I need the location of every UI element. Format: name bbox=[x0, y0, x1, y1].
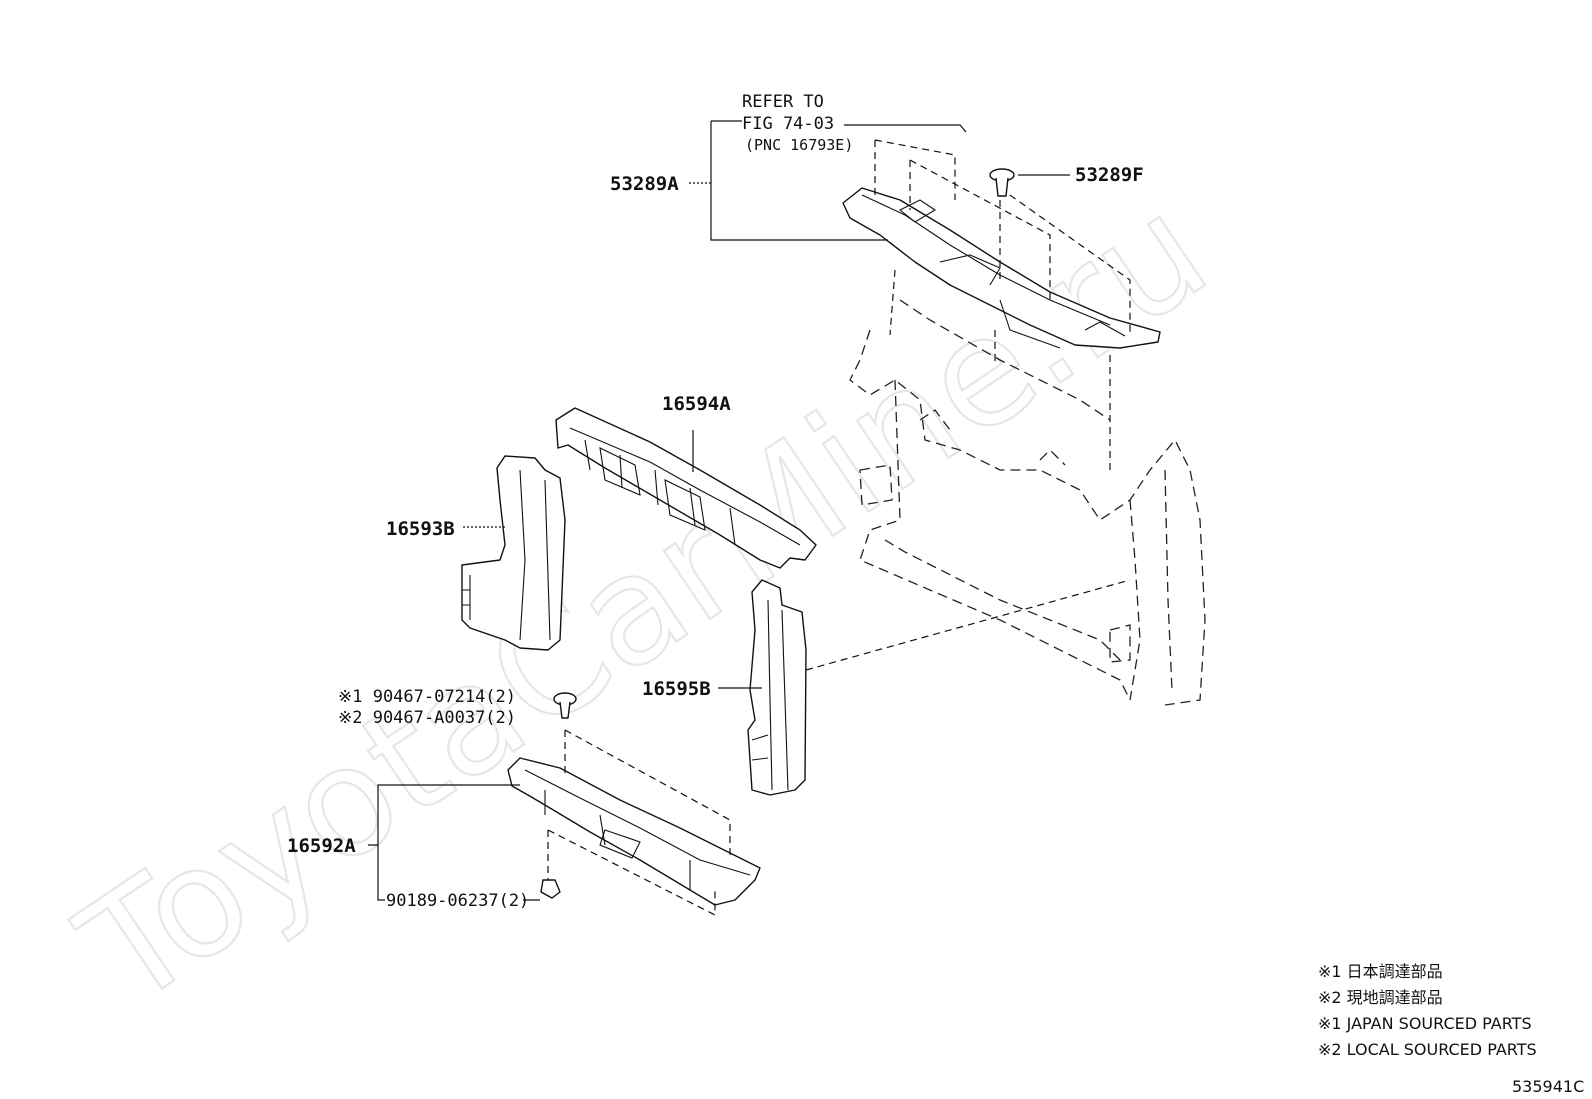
legend: ※1 日本調達部品 ※2 現地調達部品 ※1 JAPAN SOURCED PAR… bbox=[1318, 962, 1537, 1059]
guide-53289A-3 bbox=[999, 187, 1131, 335]
guide-16592A-1 bbox=[564, 729, 731, 855]
refer-text-2: FIG 74-03 bbox=[742, 114, 834, 134]
label-clip-2: ※2 90467-A0037(2) bbox=[338, 708, 516, 728]
part-16595B-right-seal bbox=[747, 579, 807, 796]
leader-lines bbox=[368, 120, 1070, 901]
figure-id: 535941C bbox=[1512, 1077, 1584, 1096]
label-clip-1: ※1 90467-07214(2) bbox=[338, 687, 516, 707]
guide-53289A-2 bbox=[909, 159, 1051, 300]
guide-16595B bbox=[805, 579, 1131, 671]
clip-90467 bbox=[553, 692, 577, 719]
guide-53289A-1 bbox=[874, 139, 956, 200]
label-53289A: 53289A bbox=[610, 173, 679, 195]
label-16595B: 16595B bbox=[642, 678, 711, 700]
clip-53289F bbox=[989, 168, 1015, 197]
label-16592A: 16592A bbox=[287, 835, 356, 857]
label-16594A: 16594A bbox=[662, 393, 731, 415]
part-53289A-cover bbox=[842, 187, 1161, 349]
refer-text-1: REFER TO bbox=[742, 92, 824, 112]
guide-53289A-4 bbox=[889, 269, 1111, 470]
refer-text-3: (PNC 16793E) bbox=[745, 136, 853, 154]
label-90189: 90189-06237(2) bbox=[386, 891, 529, 911]
part-16594A-upper-duct bbox=[555, 407, 817, 569]
legend-item: ※1 JAPAN SOURCED PARTS bbox=[1318, 1014, 1532, 1033]
label-16593B: 16593B bbox=[386, 518, 455, 540]
guide-16592A-3 bbox=[547, 829, 716, 916]
label-53289F: 53289F bbox=[1075, 164, 1144, 186]
part-16593B-left-seal bbox=[461, 455, 566, 651]
part-16592A-lower-seal bbox=[507, 757, 761, 906]
legend-item: ※2 LOCAL SOURCED PARTS bbox=[1318, 1040, 1537, 1059]
legend-item: ※2 現地調達部品 bbox=[1318, 988, 1443, 1007]
radiator-support-frame bbox=[849, 299, 1206, 706]
watermark: ToyotaCarMine.ru bbox=[52, 163, 1236, 1041]
legend-item: ※1 日本調達部品 bbox=[1318, 962, 1443, 981]
nut-90189 bbox=[540, 879, 561, 899]
